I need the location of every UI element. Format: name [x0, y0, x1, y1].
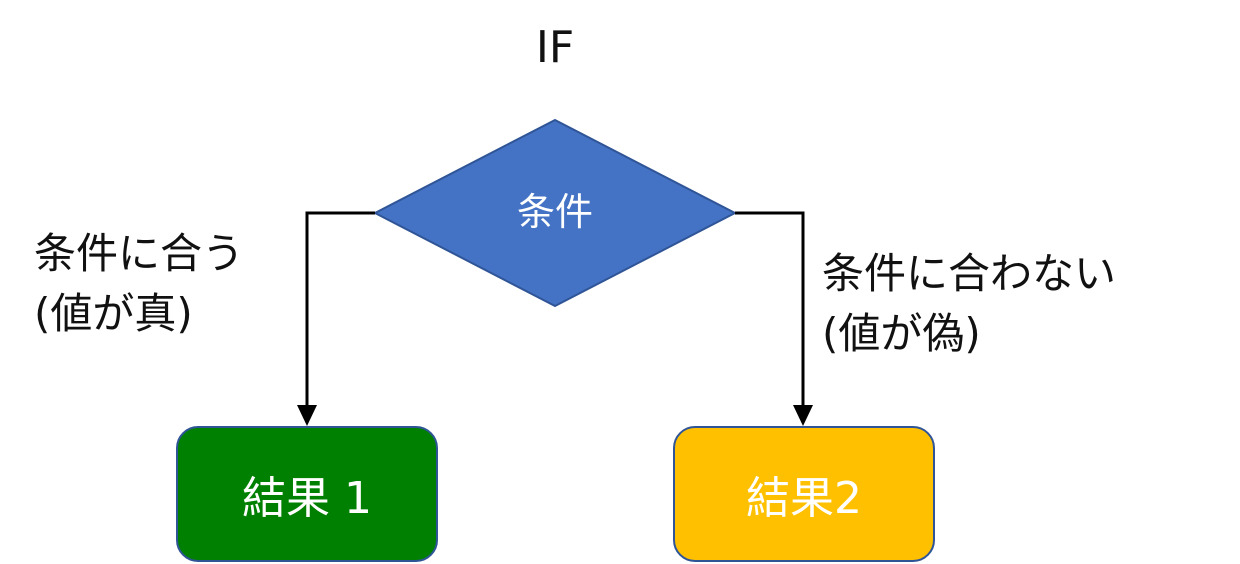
result-2-box: 結果2	[673, 426, 935, 562]
result-1-box: 結果 1	[176, 426, 438, 562]
false-branch-arrowhead	[793, 405, 813, 426]
condition-label: 条件	[516, 190, 593, 234]
false-branch-line1: 条件に合わない	[822, 249, 1117, 298]
true-branch-line1: 条件に合う	[34, 229, 245, 278]
true-branch-label: 条件に合う (値が真)	[34, 224, 244, 344]
condition-diamond	[372, 118, 738, 308]
true-branch-arrowhead	[297, 405, 317, 426]
result-2-label: 結果2	[746, 473, 862, 524]
true-branch-line2: (値が真)	[34, 289, 193, 338]
result-1-label: 結果 1	[242, 473, 372, 524]
false-branch-connector	[735, 211, 805, 420]
false-branch-line2: (値が偽)	[822, 309, 981, 358]
diagram-title: IF	[535, 22, 575, 73]
true-branch-connector	[305, 211, 375, 420]
false-branch-label: 条件に合わない (値が偽)	[822, 244, 1116, 364]
